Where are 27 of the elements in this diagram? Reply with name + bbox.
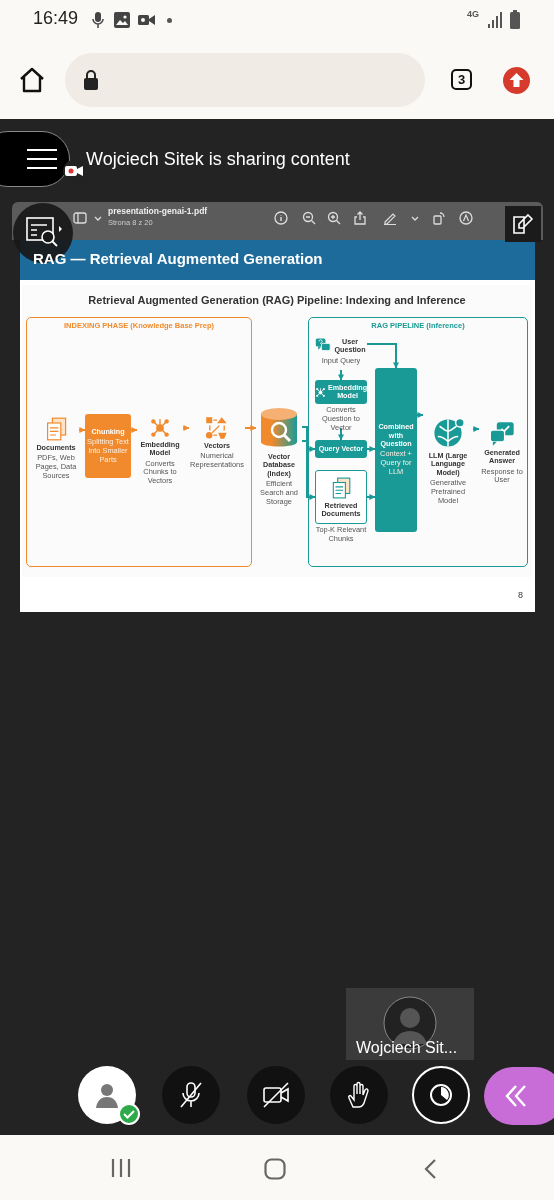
process-box [85,414,131,478]
participant-name: Wojciech Sit... [356,1039,458,1057]
file-name: presentation-genai-1.pdf [108,206,208,216]
clock-time: 16:49 [33,8,79,29]
arrow [338,427,344,441]
sharing-status-text: Wojciech Sitek is sharing content [86,149,350,170]
arrow [366,446,376,452]
process-box [375,368,417,532]
process-box [315,440,367,458]
arrow [366,494,376,500]
arrow [338,369,344,381]
arrow [182,425,190,431]
arrow [244,425,257,431]
arrow [472,426,480,432]
network-type: 4G [467,9,479,19]
phase-frame [26,317,252,567]
page-number: 8 [518,590,523,600]
arrow [78,427,86,433]
arrow [366,343,399,369]
phase-frame [308,317,528,567]
arrow [416,412,424,418]
arrow [301,426,316,452]
arrow [301,440,316,500]
slide-heading: RAG — Retrieval Augmented Generation [33,250,323,267]
diagram-title: Retrieval Augmented Generation (RAG) Pipeline: Indexing and Inference [87,294,467,306]
arrow [130,427,138,433]
tab-count-button: 3 [451,69,472,90]
